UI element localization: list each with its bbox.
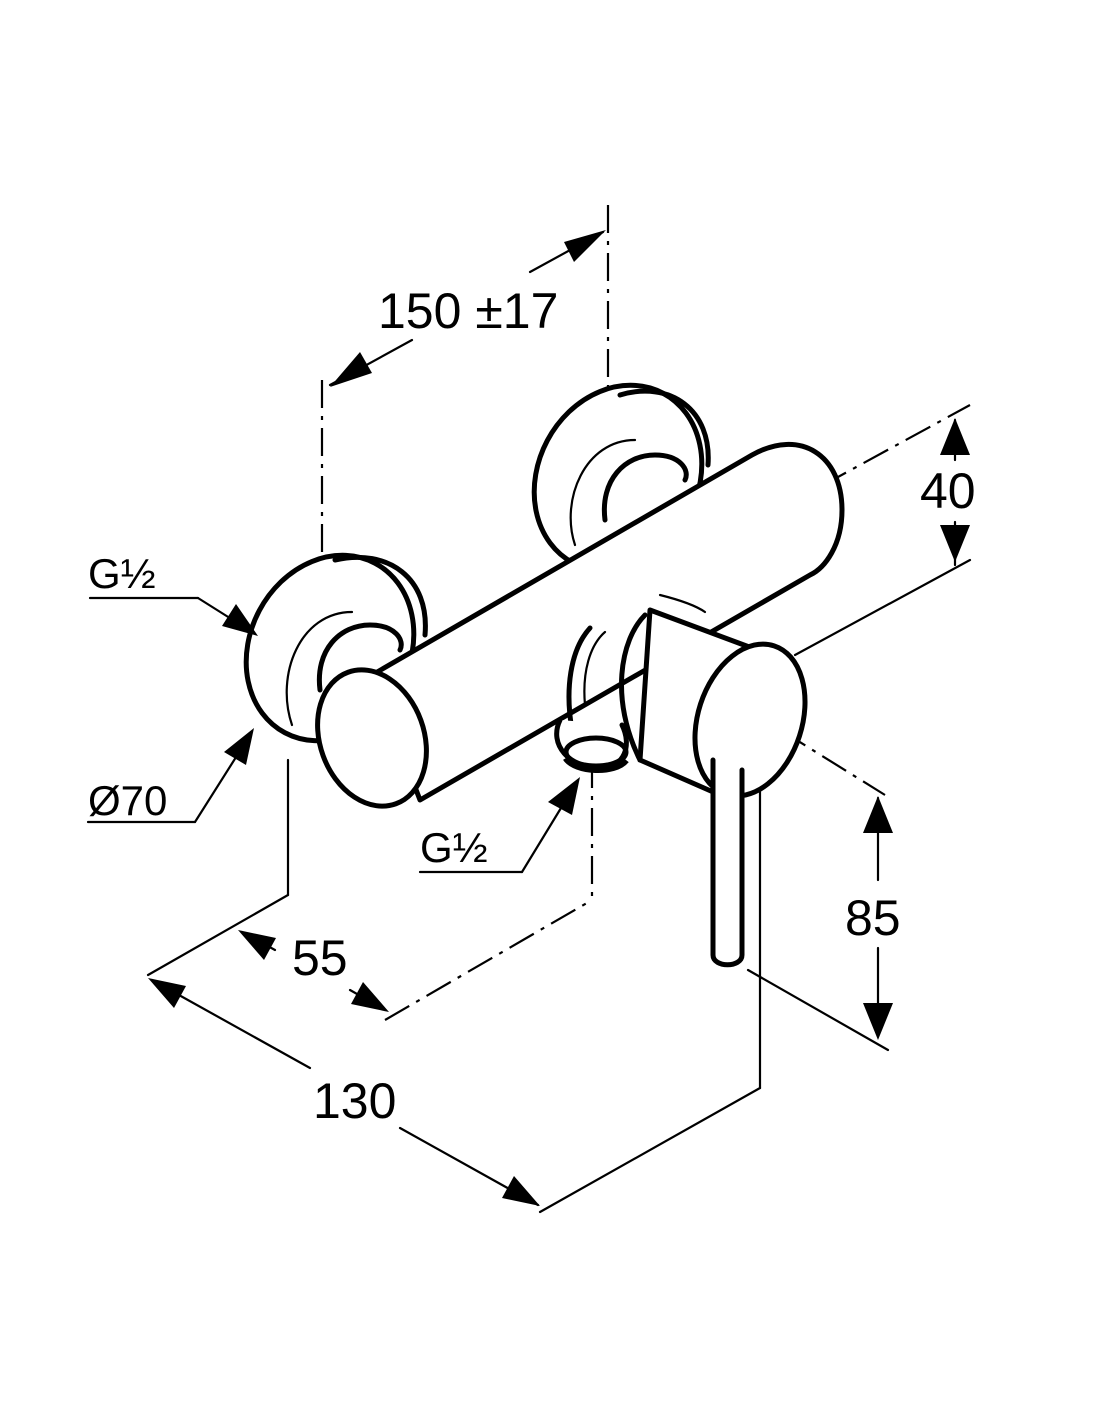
depth-inner-label: 55 — [292, 930, 348, 986]
diameter-callout: Ø70 — [86, 728, 254, 824]
dimension-depth-outer: 130 — [148, 978, 540, 1207]
thread-bottom-label: G½ — [420, 824, 488, 871]
handle-cartridge — [619, 593, 808, 799]
lever-height-label: 85 — [845, 890, 901, 946]
dimension-height-top: 40 — [920, 418, 976, 567]
outlet-nozzle — [554, 717, 629, 774]
dimension-spacing: 150 ±17 — [328, 230, 606, 387]
diameter-label: Ø70 — [88, 777, 167, 824]
height-top-label: 40 — [920, 463, 976, 519]
thread-left-callout: G½ — [88, 550, 258, 636]
dimension-lever-height: 85 — [845, 796, 901, 1040]
thread-left-label: G½ — [88, 550, 156, 597]
lever — [710, 757, 745, 968]
depth-outer-label: 130 — [313, 1073, 396, 1129]
thread-bottom-callout: G½ — [418, 777, 580, 874]
dimension-depth-inner: 55 — [238, 930, 389, 1012]
spacing-label: 150 ±17 — [378, 283, 558, 339]
mixer-body — [315, 442, 845, 809]
